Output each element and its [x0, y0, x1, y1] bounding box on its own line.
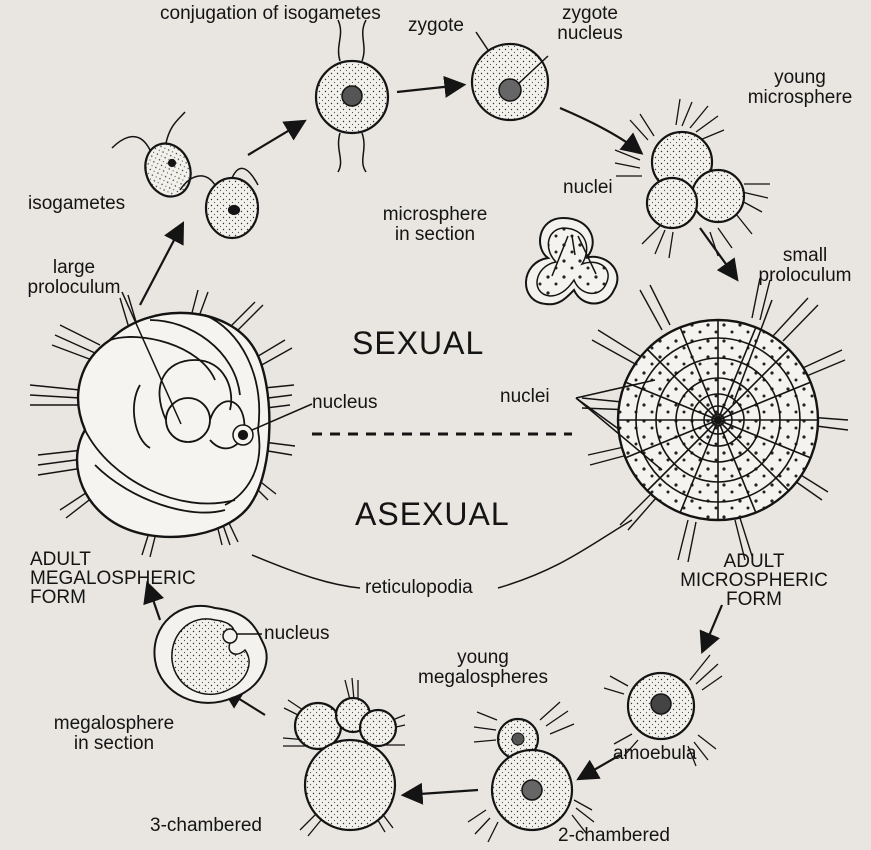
label-sexual: SEXUAL — [352, 326, 484, 360]
zygote-cell — [472, 32, 548, 120]
label-amoebula: amoebula — [613, 744, 696, 764]
label-young-microsphere: young microsphere — [740, 68, 860, 108]
label-two-chambered: 2-chambered — [558, 826, 670, 846]
three-chambered-stage — [283, 678, 405, 836]
label-nuclei-mid: nuclei — [500, 387, 550, 407]
label-isogametes: isogametes — [28, 194, 125, 214]
reticulopodia-line-right — [498, 520, 632, 588]
adult-megalospheric-form — [30, 290, 312, 557]
conjugation-cell — [316, 20, 388, 172]
adult-microspheric-form — [576, 278, 848, 562]
isogamete-cells — [112, 112, 258, 238]
label-three-chambered: 3-chambered — [150, 816, 262, 836]
reticulopodia-line-left — [252, 555, 360, 588]
label-young-megalospheres: young megalospheres — [418, 648, 548, 688]
label-zygote: zygote — [408, 16, 464, 36]
label-nucleus-section: nucleus — [264, 624, 330, 644]
two-chambered-stage — [468, 702, 594, 842]
megalosphere-section — [154, 606, 266, 703]
label-nuclei-top: nuclei — [563, 178, 613, 198]
label-adult-microspheric-form: ADULT MICROSPHERIC FORM — [650, 552, 858, 609]
label-nucleus-adult: nucleus — [312, 393, 378, 413]
label-small-proloculum: small proloculum — [742, 246, 868, 286]
microsphere-section — [526, 218, 617, 304]
label-megalosphere-in-section: megalosphere in section — [50, 714, 178, 754]
label-zygote-nucleus: zygote nucleus — [545, 4, 635, 44]
label-conjugation-of-isogametes: conjugation of isogametes — [160, 4, 310, 24]
label-reticulopodia: reticulopodia — [365, 578, 473, 598]
young-microsphere — [615, 99, 770, 258]
label-microsphere-in-section: microsphere in section — [380, 205, 490, 245]
label-asexual: ASEXUAL — [355, 497, 510, 531]
label-large-proloculum: large proloculum — [4, 258, 144, 298]
label-adult-megalospheric-form: ADULT MEGALOSPHERIC FORM — [30, 550, 245, 607]
